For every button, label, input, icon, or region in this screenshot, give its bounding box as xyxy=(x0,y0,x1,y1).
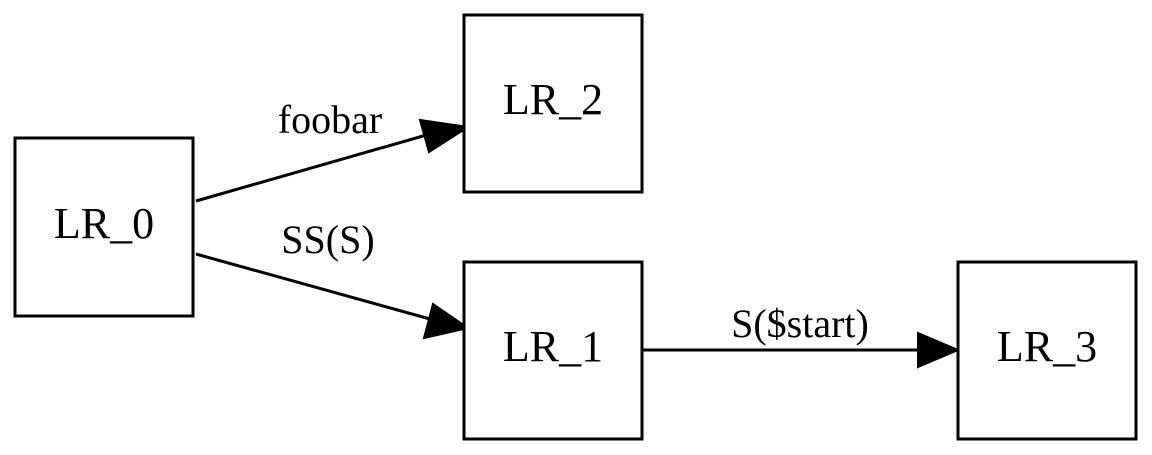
edge-label-ss-s: SS(S) xyxy=(281,217,374,262)
node-box-lr0 xyxy=(13,136,195,318)
edge-line-lr0-lr2 xyxy=(195,132,431,203)
edge-label-foobar: foobar xyxy=(278,97,382,142)
node-lr0: LR_0 xyxy=(13,136,195,318)
arrowhead-lr0-lr2 xyxy=(418,118,471,154)
node-box-lr1 xyxy=(462,260,644,441)
node-box-lr3 xyxy=(956,260,1138,441)
node-label-lr0: LR_0 xyxy=(54,199,154,248)
node-label-lr2: LR_2 xyxy=(503,75,603,124)
node-label-lr1: LR_1 xyxy=(503,322,603,371)
arrowhead-lr0-lr1 xyxy=(422,302,471,340)
node-label-lr3: LR_3 xyxy=(997,322,1097,371)
edge-label-s-start: S($start) xyxy=(731,301,869,346)
edge-lr0-lr1: SS(S) xyxy=(195,217,471,340)
node-lr3: LR_3 xyxy=(956,260,1138,441)
node-lr2: LR_2 xyxy=(462,13,644,194)
edge-lr0-lr2: foobar xyxy=(195,97,471,203)
node-box-lr2 xyxy=(462,13,644,194)
arrowhead-lr1-lr3 xyxy=(917,331,961,369)
edge-line-lr0-lr1 xyxy=(195,252,431,321)
node-lr1: LR_1 xyxy=(462,260,644,441)
edge-lr1-lr3: S($start) xyxy=(643,301,961,369)
